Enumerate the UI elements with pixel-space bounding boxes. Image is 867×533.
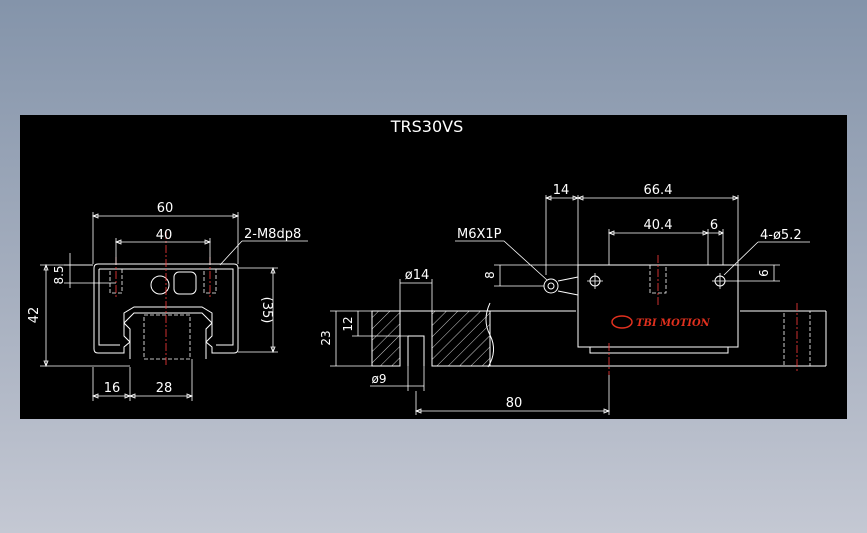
rail-profile <box>123 312 213 359</box>
dim-60-text: 60 <box>157 201 174 216</box>
dim-66-4-line <box>576 195 740 265</box>
rail-section-hatch <box>371 310 491 367</box>
dim-14-line <box>544 195 580 275</box>
dim-80-text: 80 <box>506 396 523 411</box>
dim-35-line <box>238 266 278 354</box>
front-view: 60 40 2-M8dp8 42 8.5 (35) 16 28 <box>27 201 308 401</box>
dim-40-4-line <box>607 229 710 265</box>
dim-16-28-line <box>91 359 194 401</box>
dim-6-right-line <box>728 264 780 282</box>
dim-6-top-text: 6 <box>710 218 718 233</box>
brand-logo-icon <box>611 315 633 329</box>
dim-23-line <box>330 310 372 367</box>
grease-nipple-side <box>543 278 559 294</box>
dim-phi14-text: ø14 <box>405 268 430 283</box>
dim-23-text: 23 <box>319 330 333 345</box>
dim-8-5-text: 8.5 <box>52 265 66 284</box>
rail-break-line <box>485 302 494 368</box>
block-body-side <box>577 264 739 348</box>
dim-8-line <box>494 264 578 287</box>
cad-drawing: TRS30VS 60 40 2-M8dp8 42 8.5 <box>27 117 827 415</box>
dim-14-text: 14 <box>553 183 570 198</box>
dim-grease-hole-text: 4-ø5.2 <box>760 228 802 243</box>
grease-nipple-body <box>173 271 197 295</box>
dim-tapped-text: 2-M8dp8 <box>244 227 301 242</box>
grease-nipple-front <box>150 275 170 295</box>
rail-counterbore-outline <box>399 310 433 366</box>
dim-6-top-line <box>708 229 724 265</box>
side-view: TBI MOTION 66.4 14 40.4 6 4-ø5.2 M6X1P 8… <box>319 183 827 415</box>
dim-40-4-text: 40.4 <box>644 218 673 233</box>
dim-28-text: 28 <box>156 381 173 396</box>
brand-logo-text: TBI MOTION <box>636 318 711 329</box>
cad-viewport[interactable]: TRS30VS 60 40 2-M8dp8 42 8.5 <box>20 115 847 419</box>
dim-6-right-text: 6 <box>757 269 771 277</box>
dim-phi14-line <box>399 279 433 311</box>
dim-phi9-line <box>370 366 425 391</box>
dim-42-text: 42 <box>27 307 42 324</box>
dim-40-line <box>114 238 212 265</box>
tapped-leader <box>219 240 308 266</box>
dim-40-text: 40 <box>156 228 173 243</box>
dim-80-line <box>414 375 611 415</box>
dim-phi9-text: ø9 <box>372 372 387 386</box>
rail-bolt-hole <box>143 314 191 360</box>
dim-16-text: 16 <box>104 381 121 396</box>
dim-12-line <box>352 311 408 337</box>
dim-60-line <box>91 212 240 264</box>
dim-12-text: 12 <box>341 316 355 331</box>
dim-nipple-text: M6X1P <box>457 227 502 242</box>
dim-66-4-text: 66.4 <box>644 183 673 198</box>
dim-8-text: 8 <box>483 271 497 279</box>
block-end-seal <box>589 346 729 354</box>
grease-hole-leader <box>723 241 810 276</box>
grease-nipple-neck <box>557 276 579 296</box>
rail-body <box>490 310 827 367</box>
nipple-leader <box>455 240 548 281</box>
dim-35-text: (35) <box>259 297 274 324</box>
drawing-title: TRS30VS <box>390 117 464 136</box>
side-hole-crosses <box>587 273 728 289</box>
grease-nipple-side-inner <box>547 282 555 290</box>
dim-8-5-line <box>64 253 116 288</box>
block-outline <box>93 263 239 354</box>
